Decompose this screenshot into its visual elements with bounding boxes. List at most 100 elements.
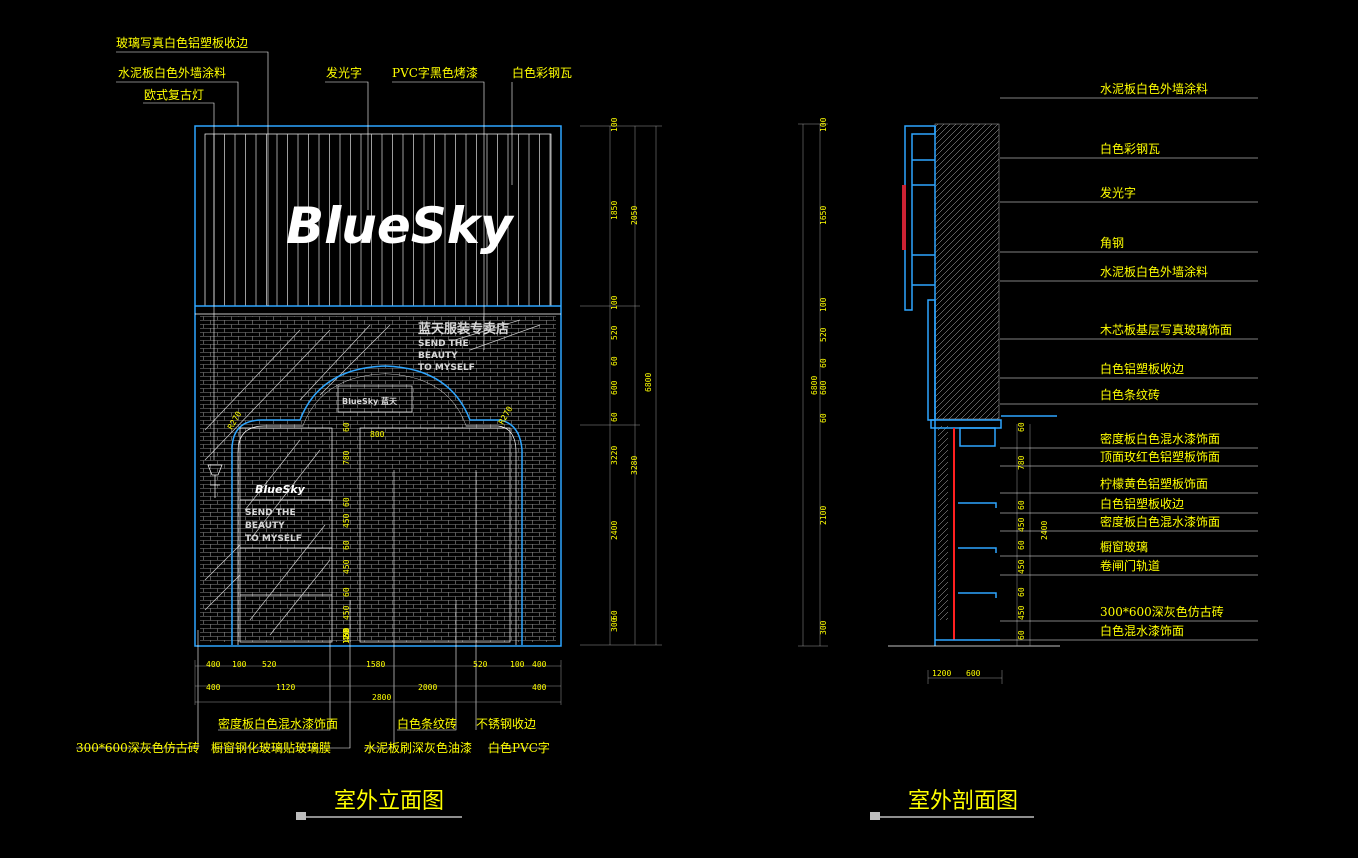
window-vertical-dim: 450 xyxy=(342,605,351,620)
luminous-letter xyxy=(902,185,906,250)
elev-right-dim: 1850 xyxy=(610,201,619,220)
elevation-texts: 玻璃写真白色铝塑板收边 水泥板白色外墙涂料 欧式复古灯 发光字 PVC字黑色烤漆… xyxy=(76,35,653,814)
section-left-dim: 100 xyxy=(819,297,828,312)
label-mdf-white: 密度板白色混水漆饰面 xyxy=(218,716,338,731)
section-left-dim: 1650 xyxy=(819,206,828,225)
section-right-dim: 450 xyxy=(1017,517,1026,532)
elevation-total-width: 2800 xyxy=(372,693,391,702)
section-left-dim: 60 xyxy=(819,358,828,368)
door-opening xyxy=(359,427,511,643)
sign-line-3: TO MYSELF xyxy=(418,363,475,373)
window-vertical-dim: 60 xyxy=(342,540,351,550)
elev-right-dim: 60 xyxy=(610,412,619,422)
window-vertical-dim: 450 xyxy=(342,513,351,528)
window-vertical-dim: 60 xyxy=(342,628,351,638)
section-label: 300*600深灰色仿古砖 xyxy=(1100,604,1224,619)
window-vertical-dim: 780 xyxy=(342,450,351,465)
window-line-3: TO MYSELF xyxy=(245,534,302,544)
elev-bottom-dim: 100 xyxy=(510,660,525,669)
elev-bottom-dim: 100 xyxy=(232,660,247,669)
section-left-dim: 2100 xyxy=(819,506,828,525)
section-right-dim: 450 xyxy=(1017,559,1026,574)
elevation-total-height: 6800 xyxy=(644,373,653,392)
label-pvc-letters: PVC字黑色烤漆 xyxy=(392,65,478,80)
section-left-dim: 100 xyxy=(819,117,828,132)
elev-right-dim-2: 3280 xyxy=(630,456,639,475)
section-right-dim: 60 xyxy=(1017,630,1026,640)
small-sign-box xyxy=(337,385,413,413)
elev-bottom-dim: 1580 xyxy=(366,660,385,669)
sign-line-2: BEAUTY xyxy=(418,351,458,361)
elev-right-dim-2: 2050 xyxy=(630,206,639,225)
section-label: 水泥板白色外墙涂料 xyxy=(1100,81,1208,96)
wall-lamp-icon xyxy=(207,464,223,498)
window-logo: BlueSky xyxy=(255,483,306,496)
section-label: 白色铝塑板收边 xyxy=(1100,496,1184,511)
window-vertical-dim: 60 xyxy=(342,422,351,432)
elev-right-dim: 520 xyxy=(610,325,619,340)
section-label: 角钢 xyxy=(1100,236,1124,250)
section-label: 白色彩钢瓦 xyxy=(1100,141,1160,156)
display-window xyxy=(239,427,333,643)
canopy-profile xyxy=(904,125,936,311)
elev-right-dim: 100 xyxy=(610,295,619,310)
facade-outline xyxy=(194,125,562,647)
section-label: 木芯板基层写真玻璃饰面 xyxy=(1100,323,1232,337)
elev-right-dim: 3220 xyxy=(610,446,619,465)
elev-right-dim: 60 xyxy=(610,356,619,366)
elev-right-dim: 300 xyxy=(610,617,619,632)
section-bottom-dim-1: 1200 xyxy=(932,669,951,678)
window-vertical-dim: 450 xyxy=(342,559,351,574)
section-right-dim: 60 xyxy=(1017,540,1026,550)
elev-bottom-dim-2: 400 xyxy=(206,683,221,692)
elev-right-dim: 60 xyxy=(610,610,619,620)
elev-right-dim: 100 xyxy=(610,117,619,132)
section-right-dim: 780 xyxy=(1017,455,1026,470)
elev-bottom-dim-2: 1120 xyxy=(276,683,295,692)
label-cement-board-paint: 水泥板白色外墙涂料 xyxy=(118,65,226,80)
glass-reflection-lines xyxy=(204,319,541,611)
elevation-title: 室外立面图 xyxy=(334,789,444,814)
corrugated-steel-stripes xyxy=(213,134,551,306)
label-stainless-trim: 不锈钢收边 xyxy=(476,717,536,731)
section-label: 橱窗玻璃 xyxy=(1100,540,1148,554)
sign-line-1: SEND THE xyxy=(418,339,469,349)
section-label: 卷闸门轨道 xyxy=(1100,558,1160,573)
section-left-dim: 600 xyxy=(819,380,828,395)
section-bottom-dim-2: 600 xyxy=(966,669,981,678)
section-left-dim: 300 xyxy=(819,620,828,635)
label-cement-grey-paint: 水泥板刷深灰色油漆 xyxy=(364,741,472,755)
section-left-dim: 520 xyxy=(819,327,828,342)
section-label: 水泥板白色外墙涂料 xyxy=(1100,264,1208,279)
section-label: 柠檬黄色铝塑板饰面 xyxy=(1100,476,1208,491)
label-white-pvc: 白色PVC字 xyxy=(488,740,550,755)
section-right-dim: 60 xyxy=(1017,587,1026,597)
section-label: 密度板白色混水漆饰面 xyxy=(1100,514,1220,529)
elev-right-dim: 2400 xyxy=(610,521,619,540)
section-dimension-texts: 100 1650 100 520 60 600 60 2100 300 60 780 60 450 60 4… xyxy=(819,117,1026,640)
section-total-height: 6800 xyxy=(810,376,819,395)
label-white-stripe-tile: 白色条纹砖 xyxy=(397,716,457,731)
section-label: 发光字 xyxy=(1100,185,1136,200)
small-sign-text: BlueSky 蓝天 xyxy=(342,396,398,406)
section-right-dim: 60 xyxy=(1017,422,1026,432)
window-vertical-dim: 450 xyxy=(342,627,351,642)
elevation-dimension-texts: 1001850100520606006032202400300602050328… xyxy=(206,117,639,692)
window-vertical-dim: 60 xyxy=(342,587,351,597)
elev-bottom-dim: 400 xyxy=(532,660,547,669)
label-grey-tile: 300*600深灰色仿古砖 xyxy=(76,740,200,755)
bluesky-logo-text: BlueSky xyxy=(286,197,515,255)
wall-hatch xyxy=(934,123,1000,420)
brick-wall xyxy=(200,316,556,642)
label-tempered-glass: 橱窗钢化玻璃贴玻璃膜 xyxy=(211,741,331,755)
elev-bottom-dim-2: 2000 xyxy=(418,683,437,692)
section-label: 白色条纹砖 xyxy=(1100,387,1160,402)
label-glass-print-trim: 玻璃写真白色铝塑板收边 xyxy=(116,35,248,50)
window-line-2: BEAUTY xyxy=(245,521,285,531)
arch-opening xyxy=(231,365,523,645)
section-label: 密度板白色混水漆饰面 xyxy=(1100,431,1220,446)
elev-bottom-dim: 400 xyxy=(206,660,221,669)
section-label: 白色铝塑板收边 xyxy=(1100,361,1184,376)
section-left-dim: 60 xyxy=(819,413,828,423)
